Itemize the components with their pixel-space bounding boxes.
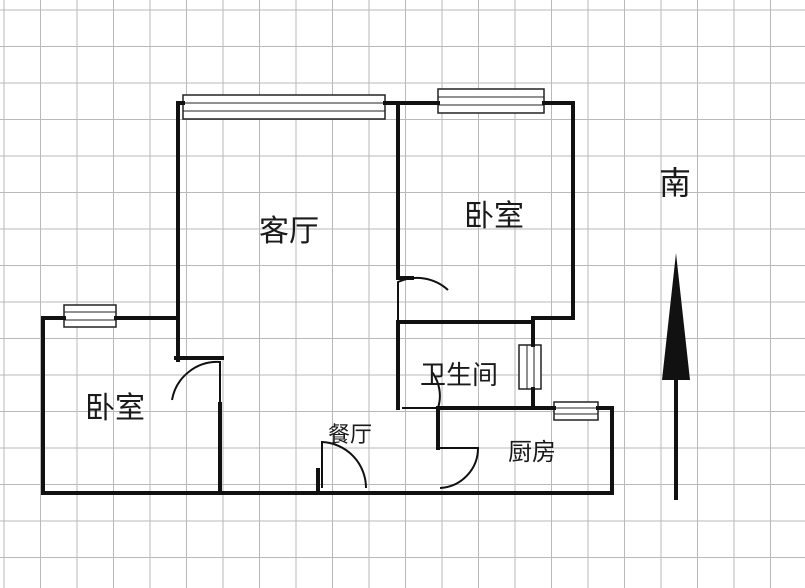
door-bathroom — [402, 371, 441, 409]
window-bedroom-north — [437, 88, 545, 114]
door-bedroom-north — [397, 276, 449, 322]
window-bathroom — [518, 344, 542, 390]
compass-label: 南 — [659, 164, 691, 202]
room-label-bedroom-west: 卧室 — [85, 391, 145, 426]
window-kitchen — [553, 401, 599, 421]
window-living-room — [182, 94, 386, 120]
windows — [63, 88, 599, 421]
arrow-up-icon — [662, 253, 690, 380]
door-kitchen — [438, 447, 480, 489]
room-label-dining-room: 餐厅 — [328, 423, 372, 448]
room-label-kitchen: 厨房 — [508, 438, 556, 466]
door-bedroom-west — [171, 360, 221, 404]
walls — [41, 101, 614, 495]
room-label-bathroom: 卫生间 — [420, 361, 498, 391]
doors — [171, 276, 480, 489]
room-label-living-room: 客厅 — [259, 214, 319, 249]
compass: 南 — [659, 164, 691, 500]
door-dining — [321, 440, 368, 489]
window-bedroom-west — [63, 304, 117, 328]
room-label-bedroom-north: 卧室 — [464, 199, 524, 234]
